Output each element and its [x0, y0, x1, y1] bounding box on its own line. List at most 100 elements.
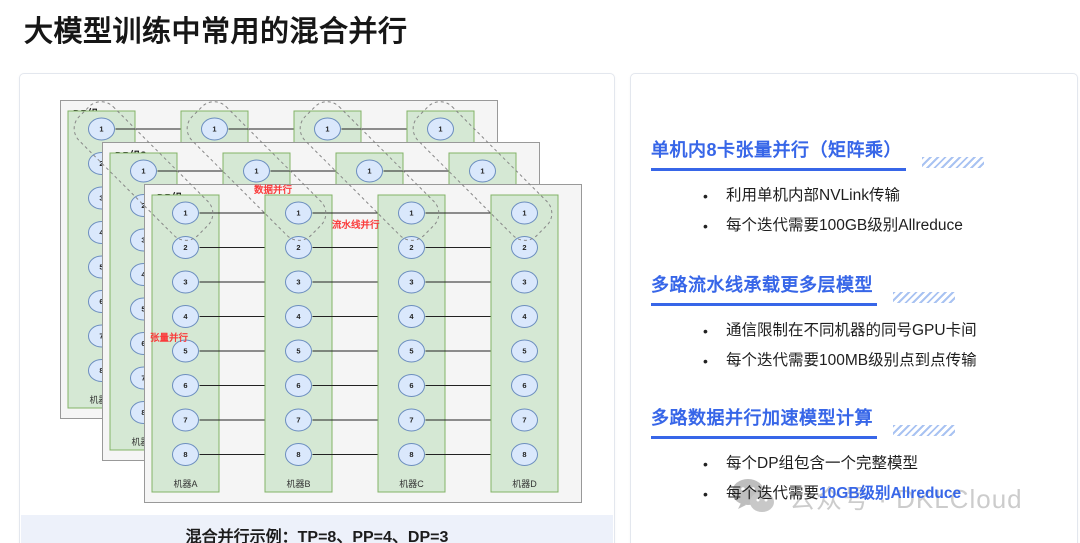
machine-label: 机器C — [399, 478, 424, 489]
gpu-node — [285, 201, 312, 225]
gpu-number: 5 — [183, 347, 187, 356]
gpu-node — [172, 408, 199, 432]
gpu-node — [398, 270, 425, 294]
gpu-number: 7 — [183, 416, 187, 425]
annotation-data-parallel: 数据并行 — [253, 184, 293, 196]
gpu-number: 1 — [522, 209, 526, 218]
gpu-number: 6 — [409, 381, 413, 390]
gpu-node — [398, 374, 425, 397]
gpu-number: 3 — [409, 278, 413, 287]
gpu-number: 2 — [296, 243, 300, 252]
annotation-tensor-parallel: 张量并行 — [150, 332, 189, 344]
list-item: • 利用单机内部NVLink传输 — [703, 181, 1065, 211]
gpu-number: 3 — [522, 278, 526, 287]
gpu-number: 2 — [183, 243, 187, 252]
bullet-icon: • — [703, 188, 708, 204]
gpu-number: 5 — [522, 347, 526, 356]
gpu-node — [398, 236, 425, 259]
gpu-node — [511, 236, 538, 259]
section-data-parallel: 多路数据并行加速模型计算 • 每个DP组包含一个完整模型 • 每个迭代需要10G… — [651, 404, 1065, 509]
gpu-number: 1 — [296, 209, 300, 218]
gpu-node — [88, 117, 115, 141]
list-item: • 每个迭代需要100GB级别Allreduce — [703, 211, 1065, 241]
gpu-number: 8 — [409, 450, 413, 459]
bullet-icon: • — [703, 353, 708, 369]
bullet-text: 每个迭代需要10GB级别Allreduce — [726, 479, 961, 509]
gpu-node — [285, 305, 312, 328]
gpu-node — [172, 339, 199, 363]
gpu-number: 8 — [99, 366, 103, 375]
section-heading: 单机内8卡张量并行（矩阵乘） — [651, 136, 907, 171]
bullet-text: 每个迭代需要100MB级别点到点传输 — [726, 352, 977, 369]
gpu-number: 8 — [522, 450, 526, 459]
gpu-number: 4 — [99, 228, 104, 237]
gpu-number: 8 — [296, 450, 300, 459]
gpu-number: 5 — [99, 263, 103, 272]
gpu-number: 1 — [480, 167, 484, 176]
gpu-number: 6 — [296, 381, 300, 390]
gpu-number: 1 — [141, 167, 145, 176]
list-item: • 每个迭代需要10GB级别Allreduce — [703, 479, 1065, 509]
gpu-node — [285, 408, 312, 432]
section-heading: 多路数据并行加速模型计算 — [651, 404, 877, 439]
hatch-decoration-icon — [893, 425, 955, 436]
gpu-number: 3 — [141, 236, 145, 245]
section-heading: 多路流水线承载更多层模型 — [651, 271, 877, 306]
gpu-number: 3 — [99, 194, 103, 203]
hatch-decoration-icon — [922, 157, 985, 168]
gpu-node — [511, 443, 538, 466]
gpu-number: 2 — [409, 243, 413, 252]
list-item: • 每个DP组包含一个完整模型 — [703, 449, 1065, 479]
dp-group-outline — [186, 101, 327, 241]
wechat-icon — [732, 479, 774, 512]
bullet-text: 每个DP组包含一个完整模型 — [726, 455, 919, 472]
gpu-number: 1 — [438, 125, 442, 134]
machine-label: 机器B — [286, 478, 310, 489]
gpu-number: 1 — [99, 125, 103, 134]
explanation-panel: 公众号 · DKLCloud 单机内8卡张量并行（矩阵乘） • 利用单机内部NV… — [630, 73, 1078, 543]
gpu-node — [172, 374, 199, 397]
gpu-node — [398, 408, 425, 432]
gpu-number: 6 — [183, 381, 187, 390]
gpu-node — [511, 408, 538, 432]
dp-layer-card: DP组γ12345678机器A12345678机器B12345678机器C123… — [144, 184, 582, 503]
gpu-number: 4 — [409, 312, 414, 321]
gpu-node — [130, 159, 157, 183]
diagram-panel: DP组α12345678机器A12345678机器B12345678机器C123… — [19, 73, 615, 543]
gpu-number: 6 — [522, 381, 526, 390]
section-tensor-parallel: 单机内8卡张量并行（矩阵乘） • 利用单机内部NVLink传输 • 每个迭代需要… — [651, 136, 1065, 241]
bullet-icon: • — [703, 323, 708, 339]
gpu-number: 1 — [367, 167, 371, 176]
gpu-node — [285, 374, 312, 397]
gpu-node — [427, 117, 454, 141]
gpu-node — [398, 201, 425, 225]
dp-group-outline — [299, 101, 440, 241]
list-item: • 每个迭代需要100MB级别点到点传输 — [703, 346, 1065, 376]
bullet-text: 利用单机内部NVLink传输 — [726, 187, 900, 204]
bullet-text: 通信限制在不同机器的同号GPU卡间 — [726, 322, 977, 339]
gpu-node — [511, 201, 538, 225]
gpu-number: 1 — [183, 209, 187, 218]
gpu-node — [314, 117, 341, 141]
gpu-number: 1 — [409, 209, 413, 218]
gpu-number: 7 — [141, 374, 145, 383]
dp-group-outline — [73, 101, 214, 241]
gpu-number: 7 — [296, 416, 300, 425]
gpu-node — [172, 305, 199, 328]
gpu-number: 1 — [325, 125, 329, 134]
gpu-number: 3 — [296, 278, 300, 287]
bullet-text: 每个迭代需要100GB级别Allreduce — [726, 217, 963, 234]
gpu-node — [398, 339, 425, 363]
gpu-node — [356, 159, 383, 183]
gpu-node — [511, 374, 538, 397]
gpu-number: 6 — [141, 339, 145, 348]
gpu-node — [285, 443, 312, 466]
gpu-number: 4 — [296, 312, 301, 321]
gpu-number: 7 — [99, 332, 103, 341]
gpu-number: 8 — [141, 408, 145, 417]
gpu-number: 4 — [522, 312, 527, 321]
hybrid-parallel-diagram: DP组α12345678机器A12345678机器B12345678机器C123… — [60, 100, 582, 503]
gpu-node — [201, 117, 228, 141]
bullet-icon: • — [703, 486, 708, 502]
